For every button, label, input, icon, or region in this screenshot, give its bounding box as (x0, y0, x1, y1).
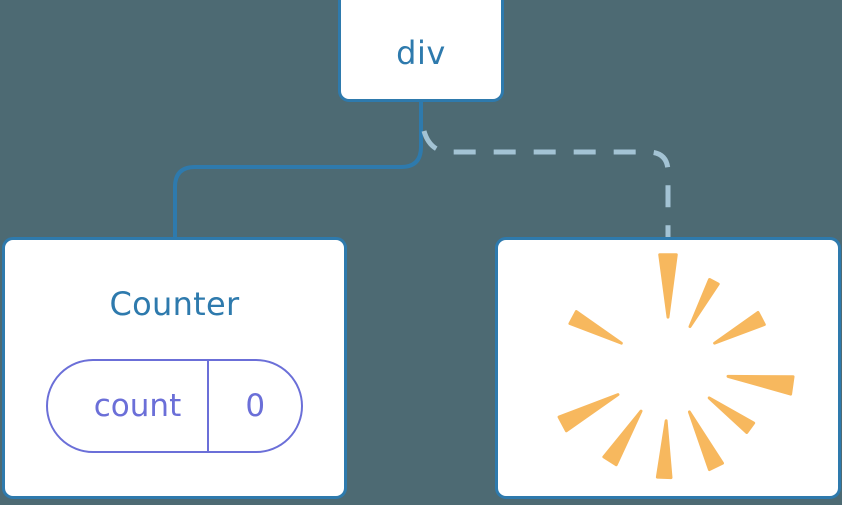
edge-div-to-counter (173, 99, 423, 242)
burst-ray-3 (726, 374, 795, 396)
state-badge[interactable]: count 0 (45, 359, 304, 453)
edge-div-to-burst (421, 130, 671, 240)
node-burst[interactable] (495, 237, 841, 499)
burst-ray-0 (658, 253, 678, 319)
burst-ray-2 (713, 310, 766, 345)
burst-ray-9 (568, 310, 623, 345)
state-key-label: count (48, 361, 210, 451)
component-title: Counter (109, 285, 240, 323)
state-value-label: 0 (245, 387, 266, 424)
node-counter[interactable]: Counter count 0 (2, 237, 347, 499)
node-div-label: div (396, 34, 446, 72)
sparkle-burst-icon (557, 253, 795, 480)
burst-ray-5 (687, 410, 724, 472)
burst-ray-6 (655, 419, 673, 480)
node-div[interactable]: div (338, 0, 504, 102)
burst-ray-8 (557, 393, 620, 433)
burst-ray-4 (707, 396, 756, 434)
burst-ray-7 (602, 409, 643, 467)
burst-ray-1 (688, 278, 720, 329)
